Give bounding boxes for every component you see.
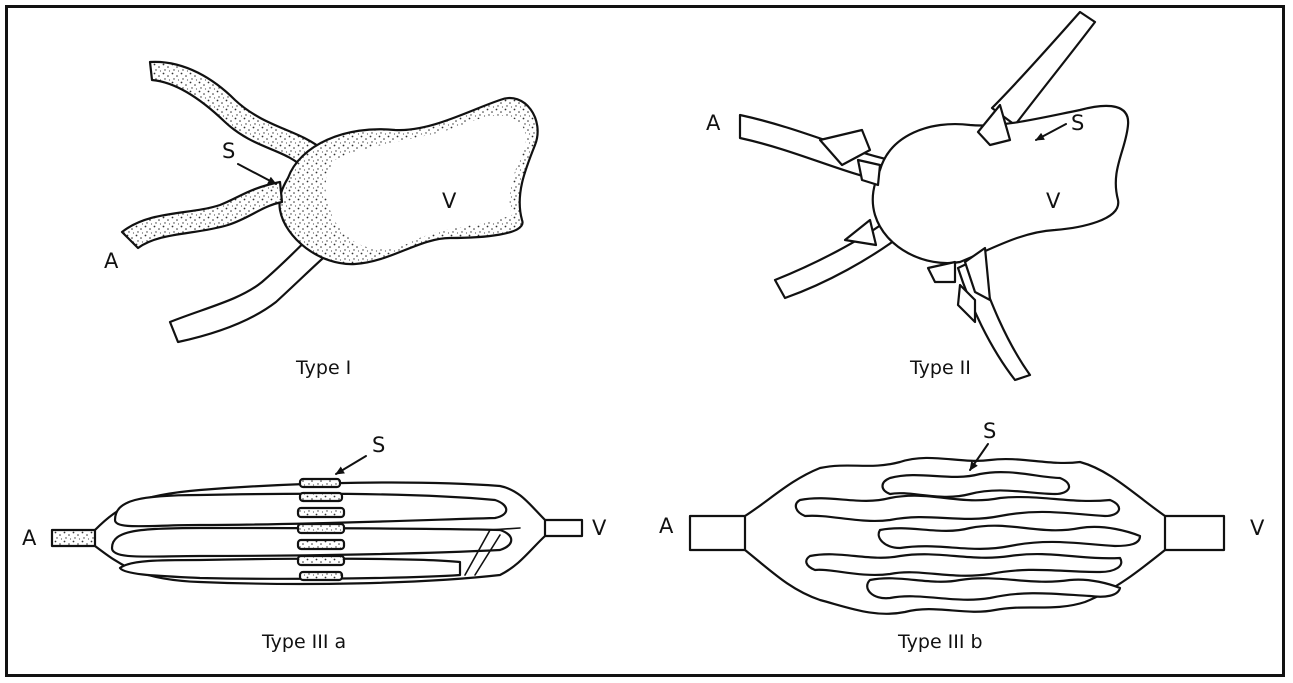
- type3a-shunt-label: S: [372, 433, 385, 457]
- type2-artery-label: A: [706, 111, 721, 135]
- type1-vein-label: V: [442, 189, 457, 213]
- type3b-vein-label: V: [1250, 516, 1265, 540]
- type3a-shunt-4: [298, 524, 344, 533]
- type3a-shunt-5: [298, 540, 344, 549]
- type3a-shunt-arrow: [336, 456, 366, 474]
- type2-shunt-window-5: [928, 262, 955, 282]
- type1-shunt-label: S: [222, 139, 235, 163]
- type2-lower-left-vessel: [775, 222, 895, 298]
- type2-vein-label: V: [1046, 189, 1061, 213]
- type3a-shunt-2: [300, 493, 342, 501]
- panel-type1: S V A Type I: [104, 62, 538, 379]
- type2-shunt-window-3: [845, 220, 876, 245]
- type3a-shunt-3: [298, 508, 344, 517]
- type1-artery-label: A: [104, 249, 119, 273]
- type3a-shunt-6: [298, 556, 344, 565]
- type3b-artery-label: A: [659, 514, 674, 538]
- type3b-arterial-inflow: [690, 516, 750, 550]
- type3a-shunt-7: [300, 572, 342, 580]
- type1-shunt-arrow: [238, 164, 276, 184]
- type3b-septum-3: [879, 526, 1140, 549]
- type2-caption: Type II: [909, 357, 971, 379]
- type3b-septum-5: [867, 578, 1120, 599]
- type3b-venous-outflow: [1160, 516, 1224, 550]
- type3b-caption: Type III b: [897, 631, 983, 653]
- type3a-shunt-1: [300, 479, 340, 487]
- type2-shunt-window-2: [858, 160, 880, 185]
- type3a-arterial-inflow: [52, 530, 100, 546]
- type3a-vein-label: V: [592, 516, 607, 540]
- panel-type2: A S V Type II: [706, 12, 1128, 380]
- type1-upper-draining-vessel: [150, 62, 323, 170]
- type3a-caption: Type III a: [261, 631, 346, 653]
- panel-type3b: S A V Type III b: [659, 419, 1265, 653]
- type2-shunt-label: S: [1071, 111, 1084, 135]
- type2-upper-vessel: [992, 12, 1095, 125]
- panel-type3a: S A V Type III a: [22, 433, 607, 653]
- type1-caption: Type I: [295, 357, 351, 379]
- type3a-venous-outflow: [540, 520, 582, 536]
- type3a-artery-label: A: [22, 526, 37, 550]
- type3b-shunt-label: S: [983, 419, 996, 443]
- type3a-sinus-lane-3: [120, 559, 460, 579]
- type3b-septum-1: [883, 472, 1070, 497]
- type1-arterial-feeder: [122, 182, 282, 248]
